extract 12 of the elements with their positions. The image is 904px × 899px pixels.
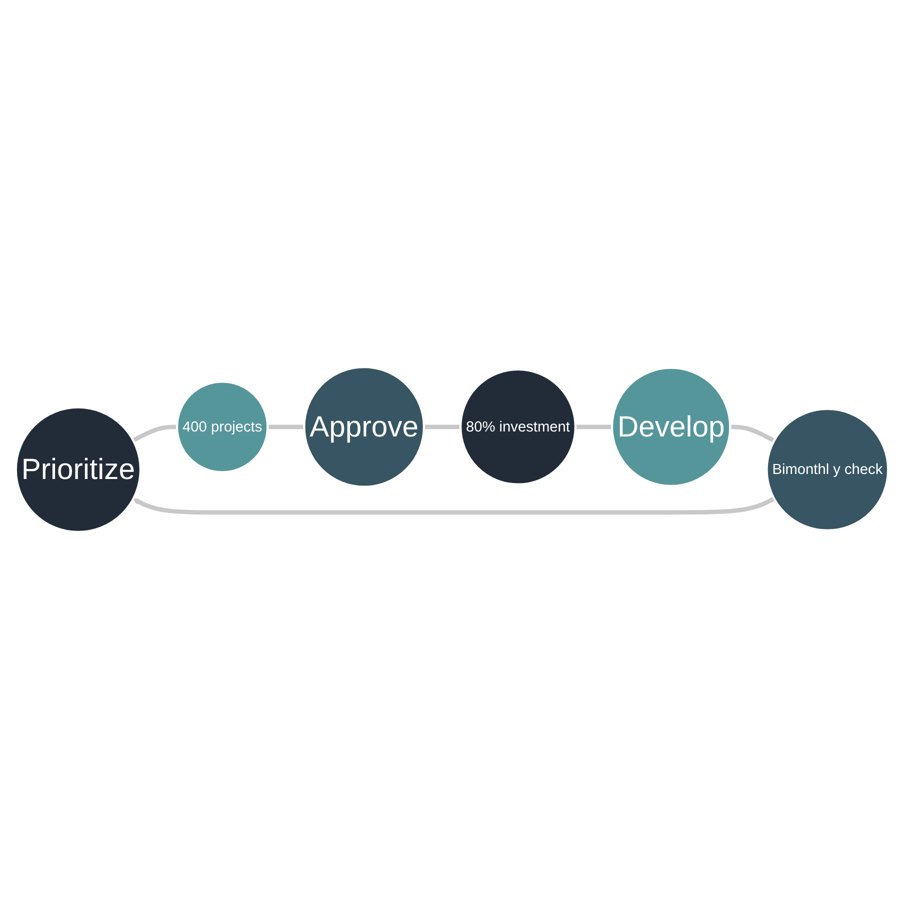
node-circle: Develop xyxy=(610,366,732,488)
node-circle: Bimonthl y check xyxy=(766,408,890,532)
node-circle: Prioritize xyxy=(14,406,142,534)
node-circle: 80% investment xyxy=(459,368,577,486)
node-circle: 400 projects xyxy=(176,380,269,474)
connector xyxy=(730,424,776,443)
connector xyxy=(268,424,304,430)
node-circle: Approve xyxy=(303,366,426,488)
connector xyxy=(575,424,612,430)
connector xyxy=(132,424,178,442)
arrow xyxy=(132,496,776,515)
connector xyxy=(424,424,461,430)
